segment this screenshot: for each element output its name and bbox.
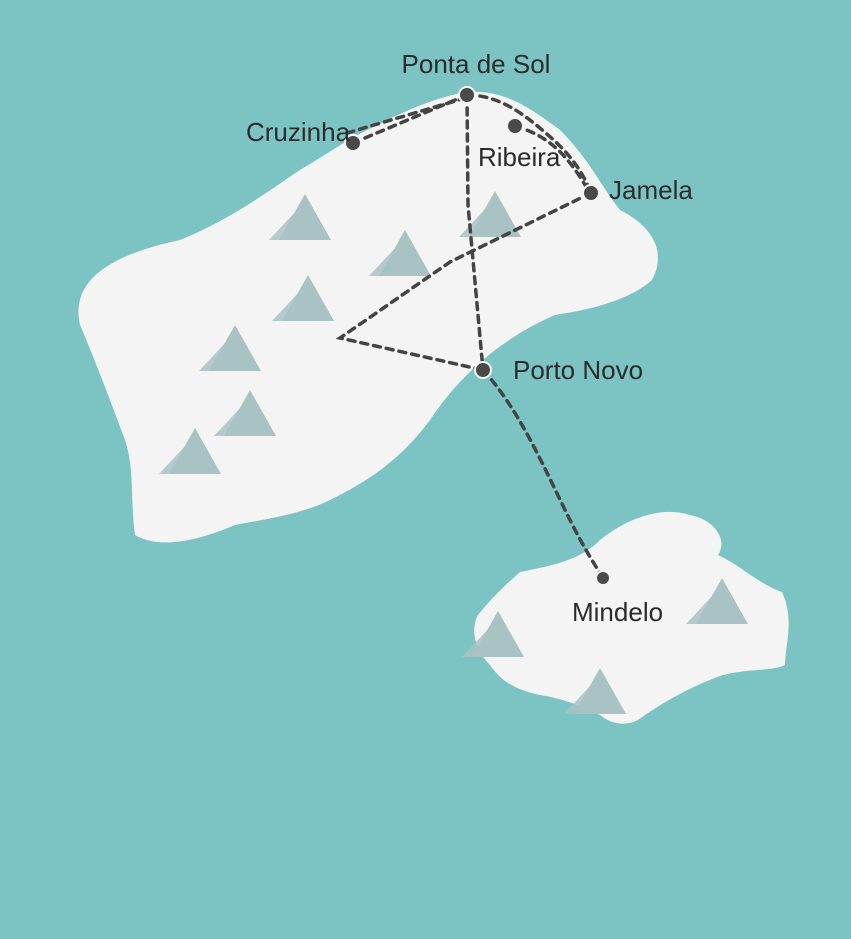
location-dot-icon[interactable] — [595, 570, 611, 586]
route-porto-novo-mindelo — [481, 368, 605, 580]
label-porto-novo: Porto Novo — [513, 355, 643, 385]
label-ribeira: Ribeira — [478, 142, 561, 172]
route-jamela-porto-novo — [335, 191, 593, 372]
location-dot-icon[interactable] — [506, 117, 524, 135]
location-dot-icon[interactable] — [582, 184, 600, 202]
location-dot-icon[interactable] — [474, 361, 492, 379]
label-jamela: Jamela — [609, 175, 693, 205]
label-ponta-de-sol: Ponta de Sol — [402, 49, 551, 79]
label-cruzinha: Cruzinha — [246, 117, 351, 147]
label-mindelo: Mindelo — [572, 597, 663, 627]
location-dot-icon[interactable] — [344, 134, 362, 152]
location-dot-icon[interactable] — [458, 86, 476, 104]
route-ribeira-jamela — [513, 124, 590, 192]
location-points — [344, 86, 611, 586]
route-ponta-de-sol-porto-novo — [465, 93, 485, 372]
route-cruzinha-ponta-de-sol-alt — [345, 97, 464, 135]
island-sao-vicente — [474, 511, 789, 724]
route-ponta-de-sol-jamela — [465, 93, 593, 195]
routes — [335, 93, 605, 580]
